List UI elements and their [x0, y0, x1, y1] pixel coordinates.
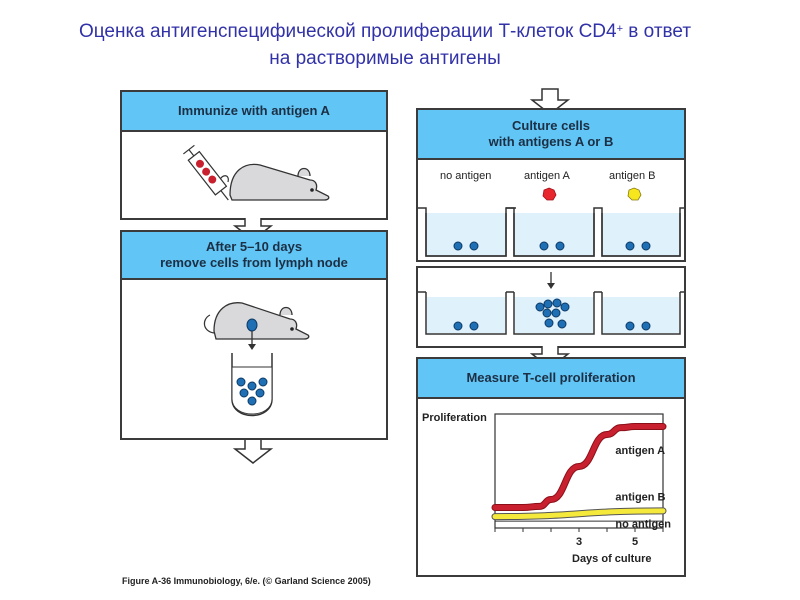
- mouse-icon: [203, 302, 310, 340]
- culture-wells-top: [418, 207, 684, 257]
- title-line1: Оценка антигенспецифической пролиферации…: [78, 21, 617, 42]
- immunize-header-text: Immunize with antigen A: [178, 103, 330, 118]
- antigen-b-icon: [627, 187, 642, 201]
- chart-ylabel: Proliferation: [422, 412, 487, 424]
- series-label-no-antigen: no antigen: [615, 518, 671, 530]
- culture-header-line2: with antigens A or B: [488, 134, 614, 149]
- remove-cells-header: After 5–10 days remove cells from lymph …: [122, 232, 386, 280]
- immunize-header: Immunize with antigen A: [122, 92, 386, 132]
- series-line-antigen-b: [492, 508, 666, 520]
- mouse-icon: [219, 163, 330, 201]
- measure-header: Measure T-cell proliferation: [418, 359, 684, 399]
- lymph-node-cell: [246, 318, 258, 332]
- remove-header-line1: After 5–10 days: [205, 239, 303, 254]
- remove-cells-panel: After 5–10 days remove cells from lymph …: [120, 230, 388, 440]
- well-label-antigen-a: antigen A: [524, 170, 570, 182]
- mouse-tube-illustration: [203, 302, 310, 417]
- proliferation-chart: 3 5 no antigen antigen B antigen A: [491, 413, 671, 548]
- well-label-no-antigen: no antigen: [440, 170, 492, 182]
- well-label-antigen-b: antigen B: [609, 170, 656, 182]
- title-line2: на растворимые антигены: [269, 48, 501, 69]
- title-line1-end: в ответ: [623, 21, 692, 42]
- culture-header-line1: Culture cells: [511, 118, 591, 133]
- title-superscript: +: [616, 23, 624, 35]
- series-line-antigen-a: [492, 424, 666, 510]
- series-label-antigen-a: antigen A: [615, 445, 665, 457]
- test-tube-icon: [231, 353, 273, 417]
- syringe-icon: [183, 144, 229, 201]
- series-label-antigen-b: antigen B: [615, 492, 665, 504]
- antigen-a-icon: [542, 187, 557, 201]
- slide-title: Оценка антигенспецифической пролиферации…: [0, 18, 770, 72]
- chart-xlabel: Days of culture: [572, 553, 652, 565]
- x-tick-label: 5: [632, 536, 638, 548]
- x-tick-label: 3: [576, 536, 582, 548]
- remove-header-line2: remove cells from lymph node: [160, 255, 348, 270]
- down-arrow-icon: [529, 88, 571, 115]
- culture-header: Culture cells with antigens A or B: [418, 110, 684, 160]
- down-arrow-icon: [232, 440, 274, 464]
- measure-header-text: Measure T-cell proliferation: [466, 370, 636, 385]
- culture-wells-result: [418, 272, 684, 335]
- syringe-mouse-illustration: [183, 144, 330, 201]
- antigen-icons: [542, 187, 642, 201]
- figure-caption: Figure A-36 Immunobiology, 6/e. (© Garla…: [122, 576, 371, 586]
